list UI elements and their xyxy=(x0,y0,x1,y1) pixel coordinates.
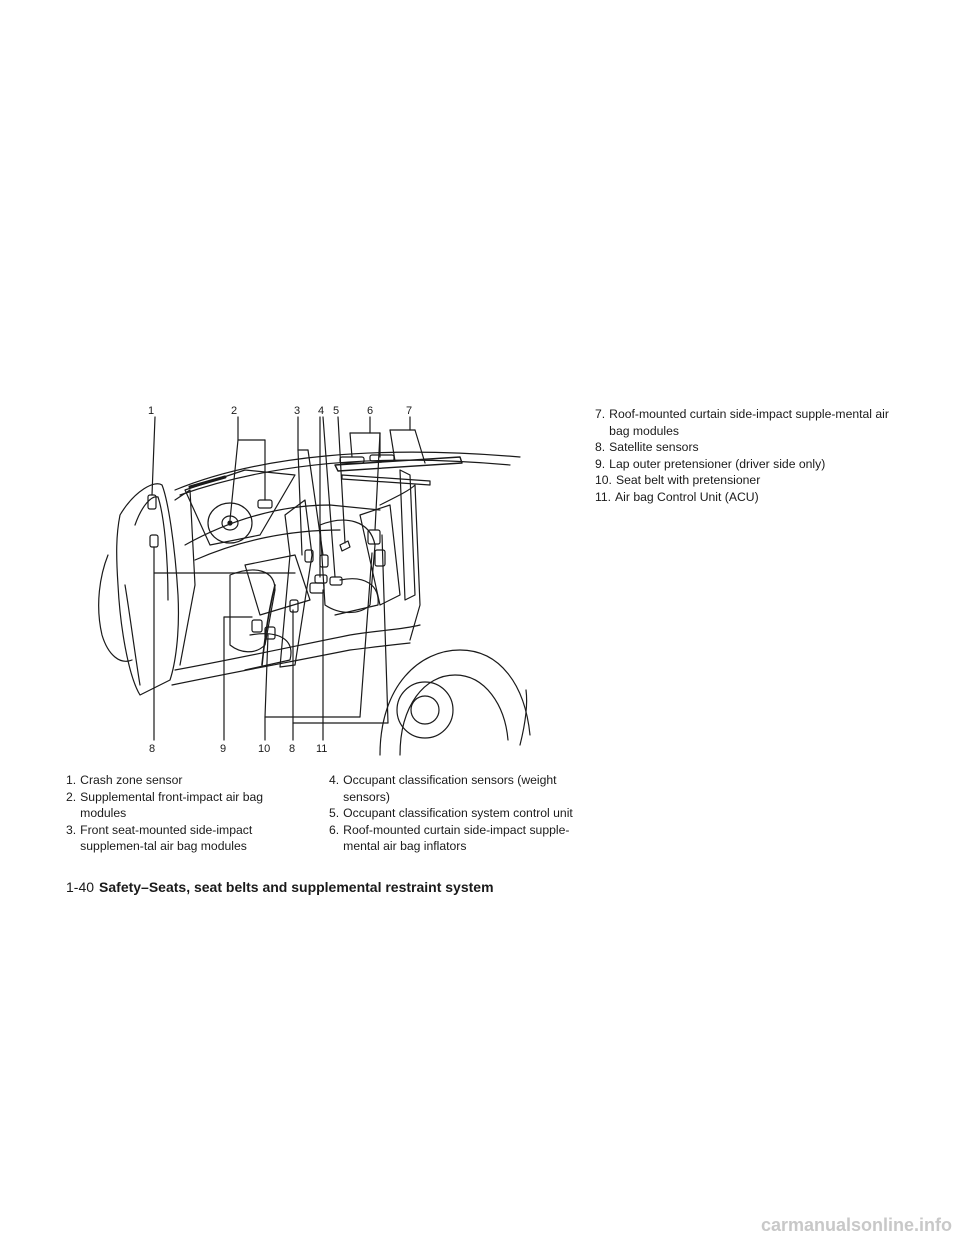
legend-text: Satellite sensors xyxy=(609,440,699,455)
legend-item-3: 3. Front seat-mounted side-impact supple… xyxy=(66,822,311,855)
legend-text: Occupant classification system control u… xyxy=(343,806,573,821)
legend-text: Supplemental front-impact air bag module… xyxy=(80,789,264,821)
legend-column-2: 4. Occupant classification sensors (weig… xyxy=(329,772,595,855)
legend-number: 2. xyxy=(66,789,77,804)
legend-item-1: 1. Crash zone sensor xyxy=(66,772,311,789)
legend-text: Seat belt with pretensioner xyxy=(615,473,761,488)
legend-text: Air bag Control Unit (ACU) xyxy=(615,489,759,504)
legend-number: 4. xyxy=(329,773,340,787)
legend-number: 9. xyxy=(595,456,606,471)
callout-8-right: 8 xyxy=(289,743,296,755)
legend-number: 5. xyxy=(329,806,340,821)
callout-9: 9 xyxy=(220,743,227,755)
callout-10: 10 xyxy=(258,743,271,755)
callout-8-left: 8 xyxy=(149,743,156,755)
legend-column-1: 1. Crash zone sensor 2. Supplemental fro… xyxy=(66,772,311,855)
legend-item-2: 2. Supplemental front-impact air bag mod… xyxy=(66,789,311,822)
legend-item-7: 7. Roof-mounted curtain side-impact supp… xyxy=(595,406,895,439)
legend-number: 3. xyxy=(66,822,77,837)
watermark: carmanualsonline.info xyxy=(760,1215,952,1235)
legend-number: 7. xyxy=(595,407,606,421)
legend-text: Occupant classification sensors (weight … xyxy=(343,773,557,804)
legend-number: 11. xyxy=(595,489,612,504)
callout-3: 3 xyxy=(294,405,301,417)
legend-item-4: 4. Occupant classification sensors (weig… xyxy=(329,772,595,805)
callout-6: 6 xyxy=(367,405,374,417)
legend-column-3: 7. Roof-mounted curtain side-impact supp… xyxy=(595,406,895,506)
airbag-location-diagram: 1 2 3 4 5 6 7 8 9 10 8 11 xyxy=(80,405,540,760)
vehicle-illustration xyxy=(98,416,531,756)
legend-number: 6. xyxy=(329,822,340,837)
section-title: Safety–Seats, seat belts and supplementa… xyxy=(99,879,494,895)
legend-item-10: 10. Seat belt with pretensioner xyxy=(595,472,895,489)
callout-1: 1 xyxy=(148,405,155,417)
legend-item-5: 5. Occupant classification system contro… xyxy=(329,805,595,822)
callout-4: 4 xyxy=(318,405,325,417)
callout-2: 2 xyxy=(231,405,238,417)
legend-item-11: 11. Air bag Control Unit (ACU) xyxy=(595,489,895,506)
legend-number: 8. xyxy=(595,440,606,455)
legend-item-6: 6. Roof-mounted curtain side-impact supp… xyxy=(329,822,595,855)
legend-number: 10. xyxy=(595,473,612,488)
legend-text: Roof-mounted curtain side-impact supple-… xyxy=(609,407,889,438)
legend-text: Lap outer pretensioner (driver side only… xyxy=(609,456,826,471)
legend-item-9: 9. Lap outer pretensioner (driver side o… xyxy=(595,456,895,473)
callout-5: 5 xyxy=(333,405,340,417)
legend-item-8: 8. Satellite sensors xyxy=(595,439,895,456)
legend-number: 1. xyxy=(66,773,77,787)
legend-text: Crash zone sensor xyxy=(80,773,183,787)
legend-text: Roof-mounted curtain side-impact supple-… xyxy=(343,822,570,854)
legend-text: Front seat-mounted side-impact supplemen… xyxy=(80,822,253,854)
callout-7: 7 xyxy=(406,405,413,417)
page-number: 1-40 xyxy=(66,879,95,895)
callout-11: 11 xyxy=(316,743,328,755)
